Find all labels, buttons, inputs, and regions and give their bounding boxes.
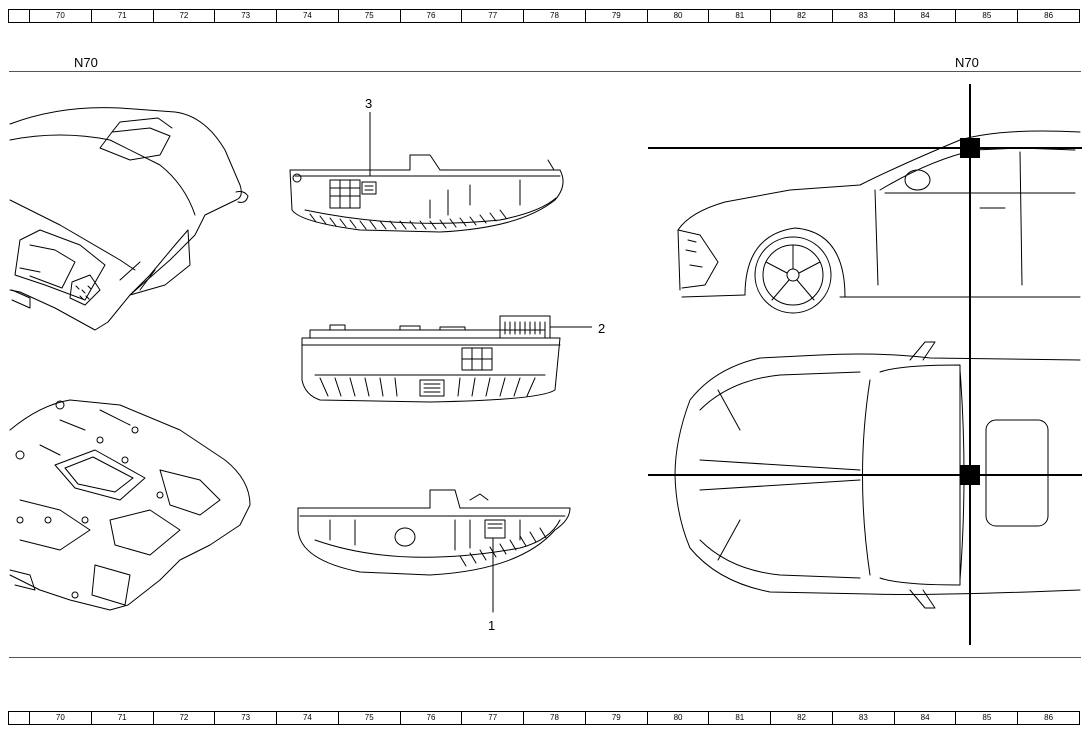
ruler-cell: 84 [895,712,957,724]
ruler-cell: 84 [895,10,957,22]
ruler-cell: 78 [524,712,586,724]
ruler-cell: 72 [154,712,216,724]
callout-3: 3 [365,96,373,111]
ruler-cell: 86 [1044,11,1054,20]
ruler-cell: 83 [833,712,895,724]
component-label-left: N70 [74,55,98,70]
callout-2: 2 [598,321,606,336]
frame-top-line [9,71,1081,72]
control-unit-side-view-1 [289,119,564,233]
ruler-cell: 75 [339,10,401,22]
ruler-cell: 71 [92,712,154,724]
ruler-cell: 70 [30,10,92,22]
ruler-cell: 74 [277,10,339,22]
ruler-cell: 85 [956,712,1019,724]
ruler-cell: 76 [401,10,463,22]
ruler-lead-cell [9,712,30,724]
control-unit-front-view [301,315,591,403]
ruler-cell: 77 [462,712,525,724]
frame-bottom-line [9,657,1081,658]
ruler-cell: 77 [462,10,525,22]
vehicle-top-view [674,341,1081,609]
top-grid-ruler: 70 71 72 73 74 75 76 77 78 79 80 81 82 8… [8,9,1080,23]
ruler-cell: 79 [586,10,648,22]
ruler-cell: 80 [648,10,710,22]
ruler-cell: 86 [1044,713,1054,722]
callout-leaders [369,112,592,612]
location-crosshair [648,84,1082,645]
bottom-grid-ruler: 70 71 72 73 74 75 76 77 78 79 80 81 82 8… [8,711,1080,725]
ruler-cell: 75 [339,712,401,724]
ruler-cell: 79 [586,712,648,724]
ruler-cell: 82 [771,10,833,22]
ruler-cell: 83 [833,10,895,22]
control-unit-side-view-2 [297,489,571,613]
ruler-cell: 71 [92,10,154,22]
ruler-cell: 81 [709,712,772,724]
ruler-cell: 73 [215,712,278,724]
component-label-right: N70 [955,55,979,70]
location-marker-top [960,465,980,485]
ruler-cell: 85 [956,10,1019,22]
control-panel-iso-bottom-view [9,399,251,611]
ruler-cell: 82 [771,712,833,724]
control-panel-iso-top-view [9,107,249,331]
ruler-cell: 80 [648,712,710,724]
location-marker-side [960,138,980,158]
ruler-cell: 72 [154,10,216,22]
ruler-lead-cell [9,10,30,22]
ruler-cell: 74 [277,712,339,724]
ruler-cell: 78 [524,10,586,22]
ruler-cell: 70 [30,712,92,724]
ruler-cell: 81 [709,10,772,22]
ruler-cell: 76 [401,712,463,724]
callout-1: 1 [488,618,496,633]
ruler-cell: 73 [215,10,278,22]
vehicle-side-view [677,130,1081,314]
